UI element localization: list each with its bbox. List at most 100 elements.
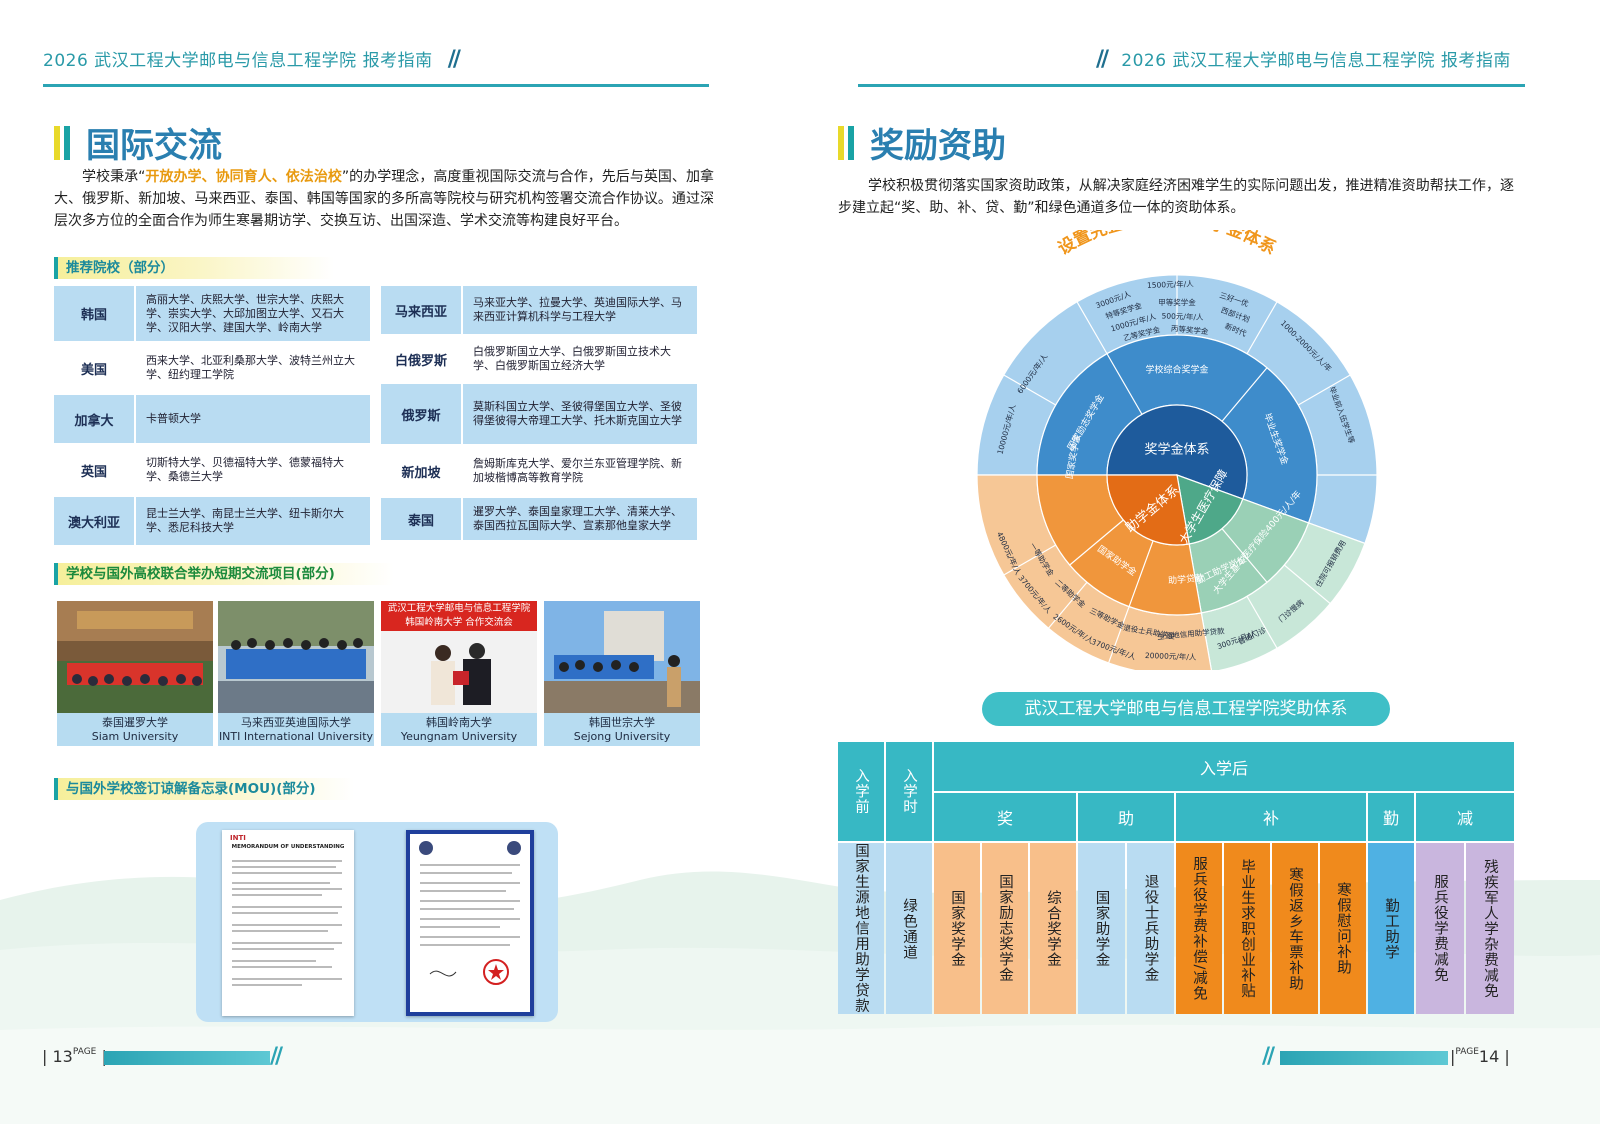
left-page-number: | 13PAGE |: [42, 1047, 107, 1066]
left-footer-bar: [104, 1051, 270, 1065]
right-header-line: [858, 84, 1525, 87]
uni-row: 白俄罗斯 白俄罗斯国立大学、白俄罗斯国立技术大学、白俄罗斯国立经济大学: [381, 337, 697, 381]
ring-divider: [1246, 595, 1278, 649]
item-green-channel: 绿色通道: [886, 843, 932, 1014]
uni-table-left: 韩国 高丽大学、庆熙大学、世宗大学、庆熙大学、崇实大学、大邱加图立大学、又石大学…: [54, 286, 370, 548]
right-footer-bar: [1280, 1051, 1448, 1065]
ring-divider: [1106, 353, 1143, 415]
uni-list: 莫斯科国立大学、圣彼得堡国立大学、圣彼得堡彼得大帝理工大学、托木斯克国立大学: [463, 384, 697, 444]
item-military-compensation: 服兵役学费补偿/减免: [1176, 843, 1222, 1014]
mou-doc-title: MEMORANDUM OF UNDERSTANDING: [231, 844, 345, 850]
item-ticket-subsidy: 寒假返乡车票补助: [1272, 843, 1318, 1014]
left-intro: 学校秉承“开放办学、协同育人、依法治校”的办学理念，高度重视国际交流与合作，先后…: [54, 169, 714, 229]
item-comprehensive-scholarship: 综合奖学金: [1030, 843, 1076, 1014]
item-military-tuition-waiver: 服兵役学费减免: [1416, 843, 1464, 1014]
group-zhu: 助: [1078, 793, 1174, 841]
uni-table-right: 马来西亚 马来亚大学、拉曼大学、英迪国际大学、马来西亚计算机科学与工程大学 白俄…: [381, 286, 697, 543]
group-bu: 补: [1176, 793, 1366, 841]
uni-country: 加拿大: [54, 395, 134, 443]
ring-divider: [1297, 374, 1351, 406]
mid-label: 助学贷款: [1168, 572, 1205, 587]
photo-image: 武汉工程大学邮电与信息工程学院韩国岭南大学 合作交流会: [381, 601, 537, 713]
uni-country: 白俄罗斯: [381, 337, 461, 381]
ring-divider: [1003, 544, 1057, 576]
uni-country: 英国: [54, 446, 134, 494]
ring-divider: [1047, 581, 1088, 629]
ring-divider: [1283, 564, 1331, 605]
left-section-title: 国际交流: [54, 118, 222, 167]
center-label-scholarship: 奖学金体系: [1144, 442, 1209, 458]
group-qin: 勤: [1368, 793, 1414, 841]
ring-divider: [1221, 528, 1268, 583]
slash-icon: //: [270, 1044, 283, 1069]
uni-row: 英国 切斯特大学、贝德福特大学、德蒙福特大学、桑德兰大学: [54, 446, 370, 494]
group-jiang: 奖: [934, 793, 1076, 841]
aid-table: 入学前 入学时 入学后 奖 助 补 勤 减 国家生源地信用助学贷款 绿色通道 国…: [838, 742, 1514, 1014]
uni-list: 暹罗大学、泰国皇家理工大学、清莱大学、泰国西拉瓦国际大学、宣素那他皇家大学: [463, 498, 697, 540]
ring-divider: [1003, 374, 1057, 406]
mou-document-inti: INTI MEMORANDUM OF UNDERSTANDING: [222, 830, 354, 1016]
inner-medical: [1176, 474, 1244, 545]
right-header: // 2026 武汉工程大学邮电与信息工程学院 报考指南: [1096, 47, 1511, 72]
uni-country: 美国: [54, 344, 134, 392]
uni-country: 泰国: [381, 498, 461, 540]
photo-image: [57, 601, 213, 713]
uni-list: 白俄罗斯国立大学、白俄罗斯国立技术大学、白俄罗斯国立经济大学: [463, 337, 697, 381]
left-header-line: [43, 84, 709, 87]
ring-divider: [1246, 301, 1278, 355]
header-before: 入学前: [838, 742, 884, 841]
uni-list: 昆士兰大学、南昆士兰大学、纽卡斯尔大学、悉尼科技大学: [136, 497, 370, 545]
item-national-grant: 国家助学金: [1078, 843, 1125, 1014]
outer-label: 1500元/年/人: [1147, 278, 1194, 290]
inner-grant: [1106, 474, 1190, 546]
item-winter-subsidy: 寒假慰问补助: [1320, 843, 1366, 1014]
header-at: 入学时: [886, 742, 932, 841]
item-veteran-grant: 退役士兵助学金: [1127, 843, 1174, 1014]
right-section-title: 奖励资助: [838, 118, 1006, 167]
sunburst-chart: 设置完整的学生奖助学金体系 奖学金体系助学金体系大学生医疗保障学校综合奖学金毕业…: [976, 230, 1378, 670]
uni-country: 韩国: [54, 286, 134, 341]
uni-country: 新加坡: [381, 447, 461, 495]
sunburst-rings: [976, 274, 1378, 670]
uni-row: 泰国 暹罗大学、泰国皇家理工大学、清莱大学、泰国西拉瓦国际大学、宣素那他皇家大学: [381, 498, 697, 540]
outer-label: 20000元/年/人: [1145, 650, 1197, 662]
item-loan: 国家生源地信用助学贷款: [838, 843, 884, 1014]
item-national-scholarship: 国家奖学金: [934, 843, 980, 1014]
inner-scholarship: [1106, 404, 1248, 500]
uni-list: 詹姆斯库克大学、爱尔兰东亚管理学院、新加坡楷博高等教育学院: [463, 447, 697, 495]
outer-label: 500元/年/人: [1161, 310, 1204, 321]
item-inspiration-scholarship: 国家励志奖学金: [982, 843, 1028, 1014]
ring-divider: [1108, 606, 1130, 664]
ring-divider: [1076, 301, 1108, 355]
group-jian: 减: [1416, 793, 1514, 841]
inti-logo: INTI: [230, 834, 246, 842]
item-work-study: 勤工助学: [1368, 843, 1414, 1014]
exchange-title: 学校与国外高校联合举办短期交流项目(部分): [54, 563, 394, 585]
uni-list: 切斯特大学、贝德福特大学、德蒙福特大学、桑德兰大学: [136, 446, 370, 494]
ring-divider: [1221, 367, 1268, 422]
right-page-number: |PAGE14 |: [1450, 1047, 1510, 1066]
sunburst-title: 设置完整的学生奖助学金体系: [1055, 230, 1279, 259]
slash-icon: //: [1262, 1044, 1275, 1069]
uni-row: 澳大利亚 昆士兰大学、南昆士兰大学、纽卡斯尔大学、悉尼科技大学: [54, 497, 370, 545]
uni-row: 新加坡 詹姆斯库克大学、爱尔兰东亚管理学院、新加坡楷博高等教育学院: [381, 447, 697, 495]
uni-row: 韩国 高丽大学、庆熙大学、世宗大学、庆熙大学、崇实大学、大邱加图立大学、又石大学…: [54, 286, 370, 341]
uni-row: 马来西亚 马来亚大学、拉曼大学、英迪国际大学、马来西亚计算机科学与工程大学: [381, 286, 697, 334]
aid-system-title: 武汉工程大学邮电与信息工程学院奖助体系: [982, 692, 1390, 726]
item-disabled-veteran-waiver: 残疾军人学杂费减免: [1466, 843, 1514, 1014]
outer-label: 丙等奖学金: [1171, 323, 1210, 336]
photo-image: [544, 601, 700, 713]
uni-list: 西来大学、北亚利桑那大学、波特兰州立大学、纽约理工学院: [136, 344, 370, 392]
uni-country: 澳大利亚: [54, 497, 134, 545]
recommended-title: 推荐院校（部分）: [54, 257, 334, 279]
photo-image: [218, 601, 374, 713]
uni-list: 卡普顿大学: [136, 395, 370, 443]
